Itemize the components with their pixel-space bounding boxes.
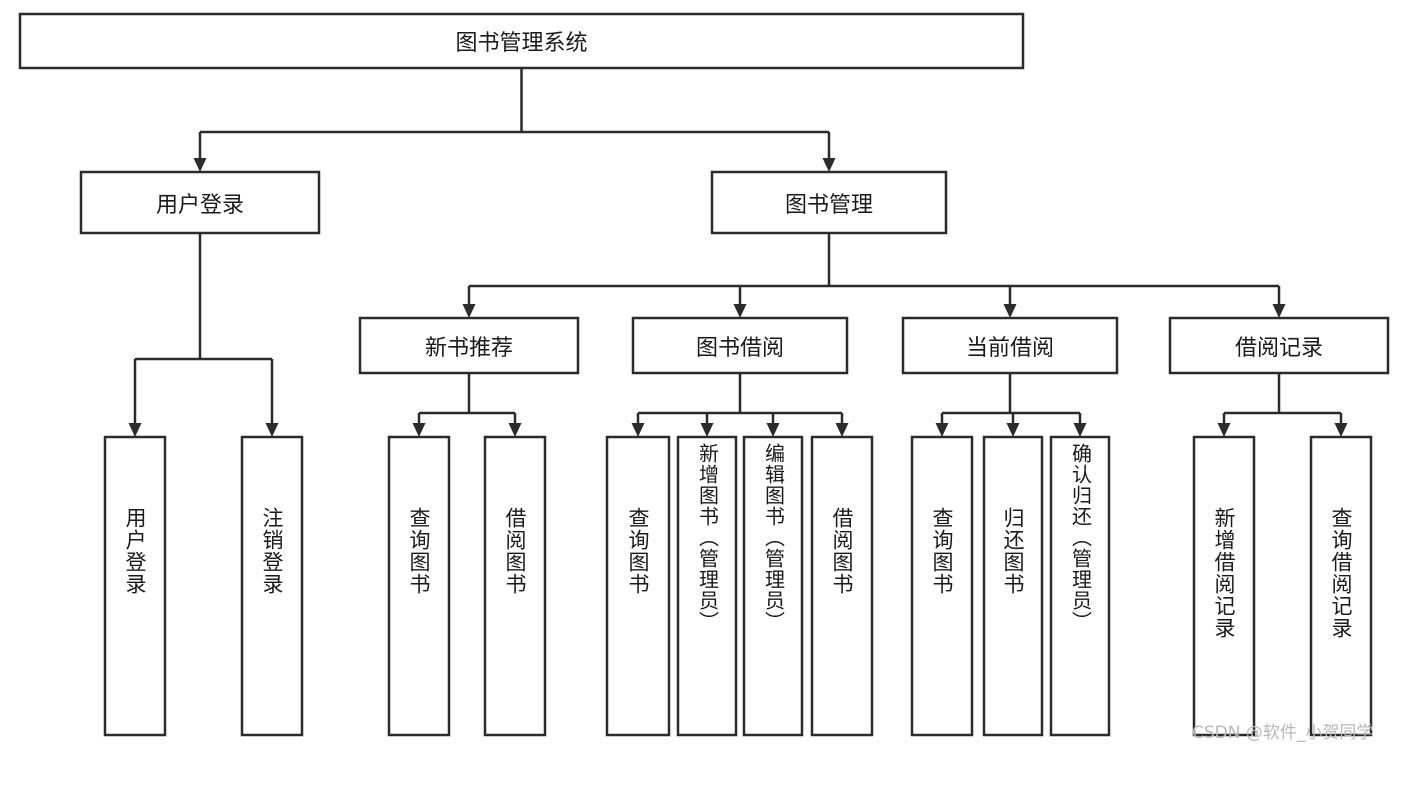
arrow-head-icon [1073,423,1087,437]
node-box-borrow-record[interactable] [1168,316,1390,375]
arrow-head-icon [1006,423,1020,437]
node-box-current-borrow[interactable] [901,316,1119,375]
node-box-leaf-logout[interactable] [240,435,304,737]
arrow-head-icon [128,423,142,437]
node-box-user-login[interactable] [79,170,321,235]
arrow-head-icon [462,304,476,318]
arrow-head-icon [1217,423,1231,437]
node-box-leaf-query-borrow-record[interactable] [1309,435,1373,737]
arrow-head-icon [835,423,849,437]
node-box-leaf-return-book[interactable] [982,435,1044,737]
arrow-head-icon [1272,304,1286,318]
arrow-head-icon [733,304,747,318]
node-box-leaf-user-login[interactable] [103,435,167,737]
node-box-leaf-confirm-return[interactable] [1049,435,1111,737]
node-box-leaf-borrow-book-recommend[interactable] [483,435,547,737]
node-box-root[interactable] [18,12,1025,70]
node-box-leaf-add-book[interactable] [676,435,738,737]
arrow-head-icon [822,158,836,172]
node-box-book-borrow[interactable] [631,316,849,375]
arrow-head-icon [1003,304,1017,318]
node-box-leaf-borrow-book[interactable] [810,435,874,737]
node-box-leaf-query-book-current[interactable] [910,435,974,737]
node-box-leaf-add-borrow-record[interactable] [1192,435,1256,737]
node-box-leaf-query-book-borrow[interactable] [605,435,671,737]
arrow-head-icon [631,423,645,437]
diagram-canvas [18,12,1390,737]
arrow-head-icon [193,158,207,172]
diagram-root: 图书管理系统用户登录图书管理新书推荐图书借阅当前借阅借阅记录用户登录注销登录查询… [18,12,1390,743]
arrow-head-icon [1334,423,1348,437]
node-box-leaf-query-book-recommend[interactable] [387,435,451,737]
arrow-head-icon [766,423,780,437]
arrow-head-icon [700,423,714,437]
arrow-head-icon [412,423,426,437]
arrow-head-icon [508,423,522,437]
node-box-new-book-recommend[interactable] [358,316,580,375]
node-box-leaf-edit-book[interactable] [742,435,804,737]
arrow-head-icon [935,423,949,437]
arrow-head-icon [265,423,279,437]
node-box-book-management[interactable] [710,170,948,235]
